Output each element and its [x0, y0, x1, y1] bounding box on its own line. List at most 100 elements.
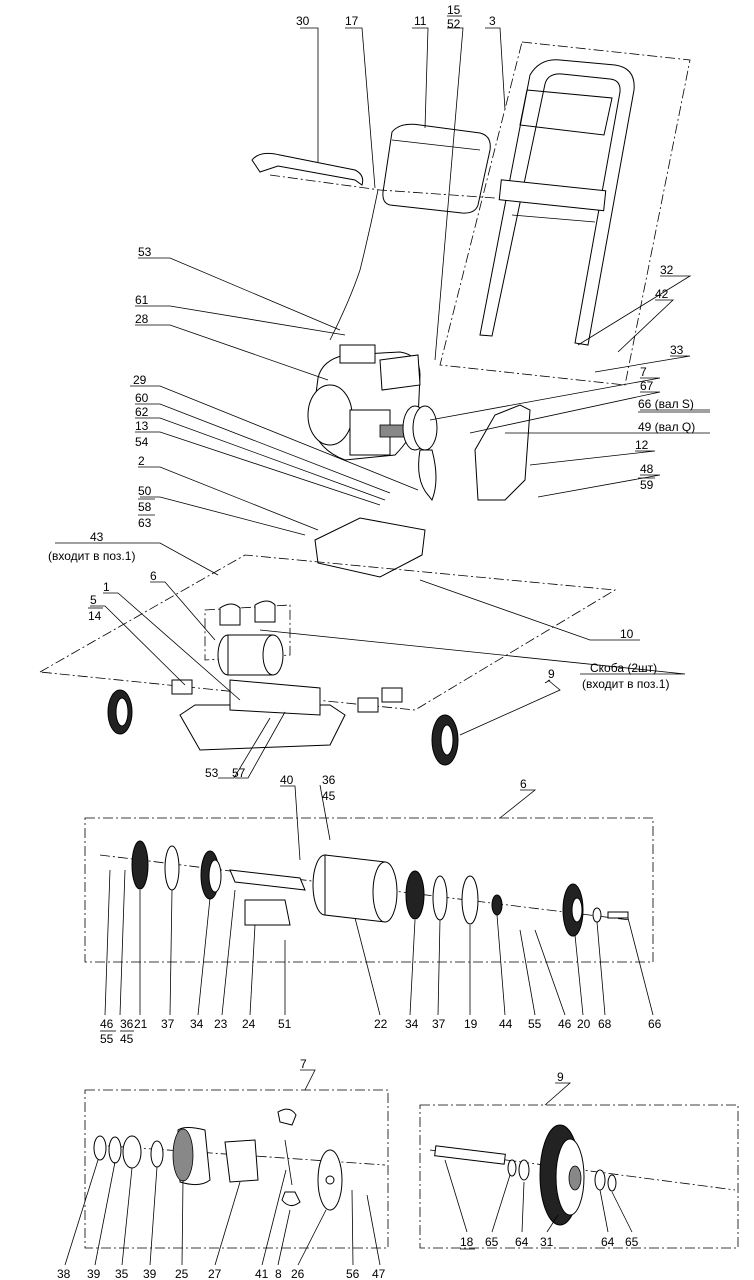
compactor-plate	[179, 679, 346, 751]
label-68: 68	[598, 1017, 612, 1031]
label-35: 35	[115, 1267, 129, 1280]
label-24: 24	[242, 1017, 256, 1031]
label-46-left: 46	[100, 1017, 114, 1031]
label-7-section: 7	[300, 1057, 307, 1071]
label-10: 10	[620, 627, 634, 641]
label-33: 33	[670, 343, 684, 357]
label-63: 63	[138, 516, 152, 530]
label-31: 31	[540, 1235, 554, 1249]
engine	[307, 344, 421, 461]
label-38: 38	[57, 1267, 71, 1280]
label-1: 1	[103, 580, 110, 594]
label-62: 62	[135, 405, 149, 419]
label-43: 43	[90, 530, 104, 544]
label-32: 32	[660, 263, 674, 277]
clutch-pulley	[402, 405, 438, 451]
label-17: 17	[345, 14, 359, 28]
throttle-cable	[329, 189, 379, 341]
label-30: 30	[296, 14, 310, 28]
fuel-tank	[382, 123, 491, 214]
label-6-section: 6	[520, 777, 527, 791]
section-6-boundary	[84, 817, 654, 963]
label-65-left: 65	[485, 1235, 499, 1249]
wheel-right	[431, 714, 459, 766]
damper-block-2	[357, 697, 379, 713]
label-41: 41	[255, 1267, 269, 1280]
clutch-exploded	[93, 1108, 386, 1211]
label-47: 47	[372, 1267, 386, 1280]
label-9-section: 9	[557, 1070, 564, 1084]
label-26: 26	[291, 1267, 305, 1280]
wheel-exploded	[429, 1124, 736, 1226]
label-44: 44	[499, 1017, 513, 1031]
wheel-left	[107, 689, 133, 735]
label-50: 50	[138, 484, 152, 498]
label-37-right: 37	[432, 1017, 446, 1031]
leader-lines-top	[55, 27, 710, 779]
label-13: 13	[135, 419, 149, 433]
label-54: 54	[135, 435, 149, 449]
damper-block-1	[171, 679, 193, 695]
grip-bar	[251, 152, 364, 186]
label-7-top: 7	[640, 365, 647, 379]
label-6-top: 6	[150, 569, 157, 583]
label-34-right: 34	[405, 1017, 419, 1031]
label-39-left: 39	[87, 1267, 101, 1280]
label-60: 60	[135, 391, 149, 405]
label-45-left: 45	[120, 1032, 134, 1046]
label-51: 51	[278, 1017, 292, 1031]
label-67: 67	[640, 379, 654, 393]
label-43-note: (входит в поз.1)	[48, 549, 135, 563]
label-57: 57	[232, 766, 246, 780]
label-11: 11	[414, 14, 427, 28]
label-21: 21	[134, 1017, 148, 1031]
label-28: 28	[135, 312, 149, 326]
label-40: 40	[280, 773, 294, 787]
label-20: 20	[577, 1017, 591, 1031]
v-belt	[418, 449, 437, 501]
label-skoba-note: (входит в поз.1)	[582, 677, 669, 691]
label-59: 59	[640, 478, 654, 492]
label-23: 23	[214, 1017, 228, 1031]
label-18: 18	[460, 1235, 474, 1249]
label-52: 52	[447, 17, 461, 31]
grip-axis	[269, 174, 496, 199]
label-36-left: 36	[120, 1017, 134, 1031]
label-53-top: 53	[138, 245, 152, 259]
label-45: 45	[322, 789, 336, 803]
label-49-shaft-q: 49 (вал Q)	[638, 420, 695, 434]
label-66-shaft-s: 66 (вал S)	[638, 397, 694, 411]
label-29: 29	[133, 373, 147, 387]
label-58: 58	[138, 500, 152, 514]
vibrator-mini	[217, 600, 284, 676]
label-66: 66	[648, 1017, 662, 1031]
label-3: 3	[489, 14, 496, 28]
label-2: 2	[138, 454, 145, 468]
leader-lines-section-9	[444, 1082, 633, 1233]
label-skoba: Скоба (2шт)	[590, 661, 657, 675]
label-underlines	[88, 15, 710, 1250]
leader-lines-section-6	[104, 784, 654, 1016]
vibrator-exploded	[99, 840, 631, 937]
label-64-left: 64	[515, 1235, 529, 1249]
section-7-boundary	[84, 1089, 389, 1249]
handle-frame	[479, 59, 635, 346]
label-46-right: 46	[558, 1017, 572, 1031]
label-55-left: 55	[100, 1032, 114, 1046]
label-55-right: 55	[528, 1017, 542, 1031]
label-14: 14	[88, 609, 102, 623]
label-34-left: 34	[190, 1017, 204, 1031]
leader-lines-section-7	[64, 1069, 381, 1266]
belt-guard	[474, 404, 531, 501]
label-64-right: 64	[601, 1235, 615, 1249]
label-37-left: 37	[161, 1017, 175, 1031]
label-56: 56	[346, 1267, 360, 1280]
handle-boundary	[439, 41, 691, 386]
label-61: 61	[135, 293, 149, 307]
label-15: 15	[447, 3, 461, 17]
section-9-boundary	[419, 1104, 739, 1249]
label-8: 8	[275, 1267, 282, 1280]
part-labels: 30 17 11 15 52 3 53 61 28 32 42 33 29 60…	[48, 3, 695, 1280]
